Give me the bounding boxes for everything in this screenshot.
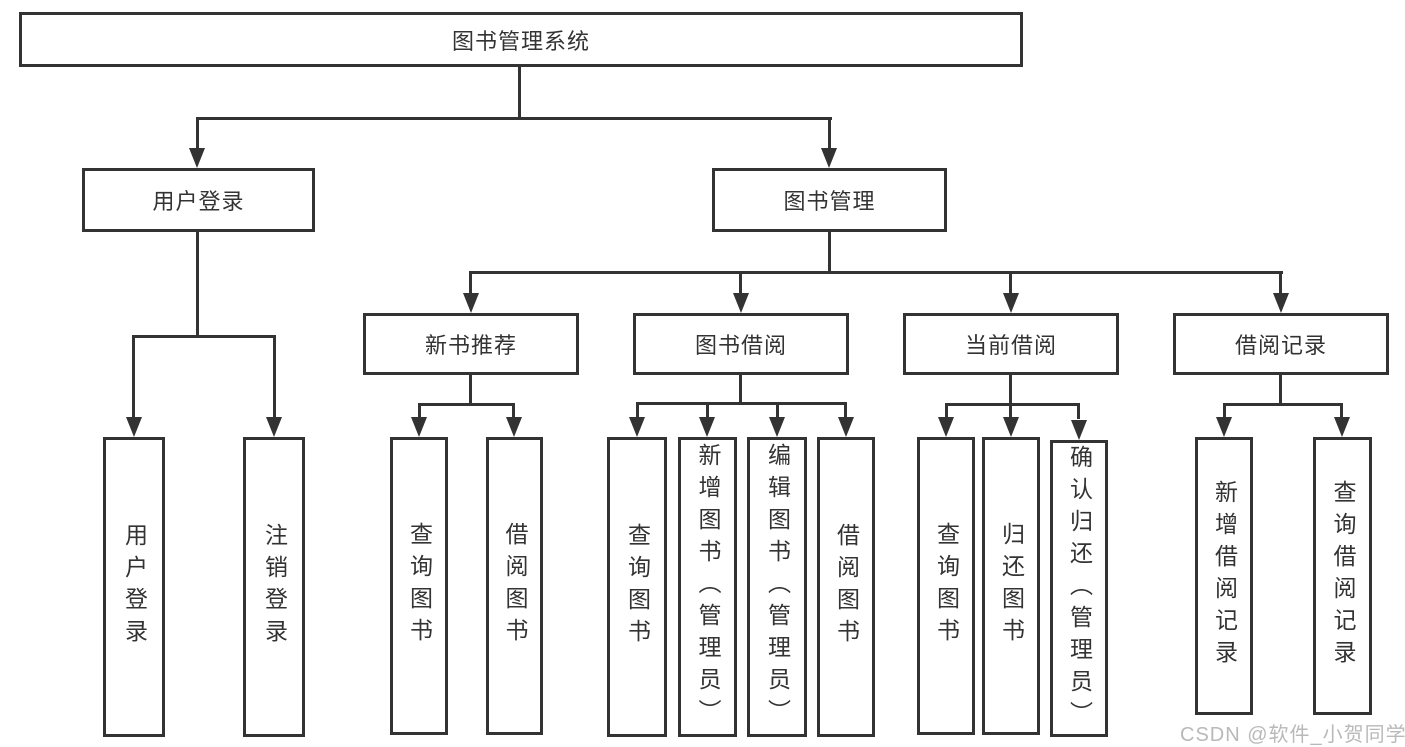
leaf-nb-query-books: 查询图书 bbox=[390, 437, 448, 735]
connector-line bbox=[469, 375, 472, 406]
leaf-bb-edit-books-admin: 编辑图书（管理员） bbox=[747, 437, 807, 737]
connector-line bbox=[518, 66, 521, 119]
node-book-borrowing: 图书借阅 bbox=[633, 313, 849, 375]
node-label: 新书推荐 bbox=[424, 333, 517, 358]
connector-line bbox=[418, 403, 515, 406]
connector-line bbox=[196, 232, 199, 338]
arrowhead-down bbox=[189, 148, 205, 168]
arrowhead-down bbox=[769, 417, 785, 437]
leaf-label: 查询图书 bbox=[933, 522, 960, 650]
leaf-bb-query-books: 查询图书 bbox=[607, 437, 667, 737]
arrowhead-down bbox=[699, 417, 715, 437]
leaf-label: 借阅图书 bbox=[502, 522, 528, 650]
connector-line bbox=[1223, 403, 1226, 419]
arrowhead-down bbox=[1216, 417, 1232, 437]
node-new-book-recommendation: 新书推荐 bbox=[363, 313, 579, 375]
node-label: 当前借阅 bbox=[964, 333, 1057, 358]
leaf-user-login: 用户登录 bbox=[103, 437, 165, 737]
leaf-label: 新增图书（管理员） bbox=[695, 443, 721, 731]
leaf-label: 用户登录 bbox=[121, 523, 148, 651]
connector-line bbox=[636, 402, 639, 419]
node-label: 图书管理系统 bbox=[451, 28, 590, 54]
leaf-label: 新增借阅记录 bbox=[1211, 480, 1238, 672]
leaf-logout: 注销登录 bbox=[243, 437, 305, 737]
connector-line bbox=[132, 335, 135, 419]
node-label: 用户登录 bbox=[152, 189, 245, 214]
node-label: 图书借阅 bbox=[694, 333, 787, 358]
leaf-cb-confirm-return-admin: 确认归还（管理员） bbox=[1050, 440, 1108, 737]
arrowhead-down bbox=[629, 417, 645, 437]
arrowhead-down bbox=[1334, 417, 1350, 437]
leaf-bb-borrow-books: 借阅图书 bbox=[817, 437, 875, 737]
arrowhead-down bbox=[1003, 293, 1019, 313]
connector-line bbox=[196, 117, 199, 151]
arrowhead-down bbox=[733, 293, 749, 313]
leaf-cb-query-books: 查询图书 bbox=[917, 437, 975, 735]
connector-line bbox=[1340, 403, 1343, 419]
leaf-nb-borrow-books: 借阅图书 bbox=[486, 437, 543, 735]
connector-line bbox=[1279, 271, 1282, 296]
arrowhead-down bbox=[938, 417, 954, 437]
connector-line bbox=[1279, 375, 1282, 406]
arrowhead-down bbox=[463, 293, 479, 313]
leaf-cb-return-books: 归还图书 bbox=[982, 437, 1040, 735]
connector-line bbox=[418, 403, 421, 419]
watermark: CSDN @软件_小贺同学 bbox=[1180, 724, 1405, 746]
node-borrowing-records: 借阅记录 bbox=[1173, 313, 1389, 375]
leaf-label: 查询图书 bbox=[624, 523, 651, 651]
leaf-label: 确认归还（管理员） bbox=[1066, 444, 1093, 733]
connector-line bbox=[1077, 403, 1080, 419]
connector-line bbox=[512, 403, 515, 419]
connector-line bbox=[828, 232, 831, 274]
connector-line bbox=[739, 271, 742, 296]
leaf-bb-add-books-admin: 新增图书（管理员） bbox=[678, 437, 737, 737]
arrowhead-down bbox=[126, 417, 142, 437]
connector-line bbox=[636, 402, 847, 405]
node-current-borrowing: 当前借阅 bbox=[903, 313, 1119, 375]
node-label: 借阅记录 bbox=[1234, 333, 1327, 358]
connector-line bbox=[776, 402, 779, 419]
connector-line bbox=[945, 403, 948, 419]
arrowhead-down bbox=[838, 417, 854, 437]
arrowhead-down bbox=[1273, 293, 1289, 313]
connector-line bbox=[469, 271, 472, 296]
connector-line bbox=[1223, 403, 1343, 406]
connector-line bbox=[1009, 375, 1012, 406]
leaf-label: 查询借阅记录 bbox=[1330, 480, 1356, 672]
connector-line bbox=[469, 271, 1283, 274]
connector-line bbox=[844, 402, 847, 419]
connector-line bbox=[706, 402, 709, 419]
arrowhead-down bbox=[1003, 417, 1019, 437]
arrowhead-down bbox=[1071, 420, 1087, 440]
connector-line bbox=[739, 375, 742, 405]
arrowhead-down bbox=[506, 417, 522, 437]
leaf-label: 查询图书 bbox=[406, 522, 433, 650]
leaf-label: 注销登录 bbox=[261, 523, 288, 651]
node-library-management-system: 图书管理系统 bbox=[19, 12, 1023, 67]
leaf-br-add-record: 新增借阅记录 bbox=[1195, 437, 1253, 715]
connector-line bbox=[945, 403, 1080, 406]
leaf-br-query-record: 查询借阅记录 bbox=[1313, 437, 1372, 715]
arrowhead-down bbox=[411, 417, 427, 437]
node-book-management: 图书管理 bbox=[712, 168, 947, 232]
node-user-login: 用户登录 bbox=[82, 168, 315, 232]
connector-line bbox=[196, 117, 832, 120]
connector-line bbox=[1009, 403, 1012, 419]
connector-line bbox=[273, 335, 276, 419]
connector-line bbox=[132, 335, 276, 338]
connector-line bbox=[828, 117, 831, 151]
leaf-label: 借阅图书 bbox=[833, 523, 860, 651]
leaf-label: 编辑图书（管理员） bbox=[764, 443, 791, 731]
node-label: 图书管理 bbox=[783, 189, 876, 214]
arrowhead-down bbox=[266, 417, 282, 437]
leaf-label: 归还图书 bbox=[998, 522, 1025, 650]
arrowhead-down bbox=[821, 148, 837, 168]
connector-line bbox=[1009, 271, 1012, 296]
